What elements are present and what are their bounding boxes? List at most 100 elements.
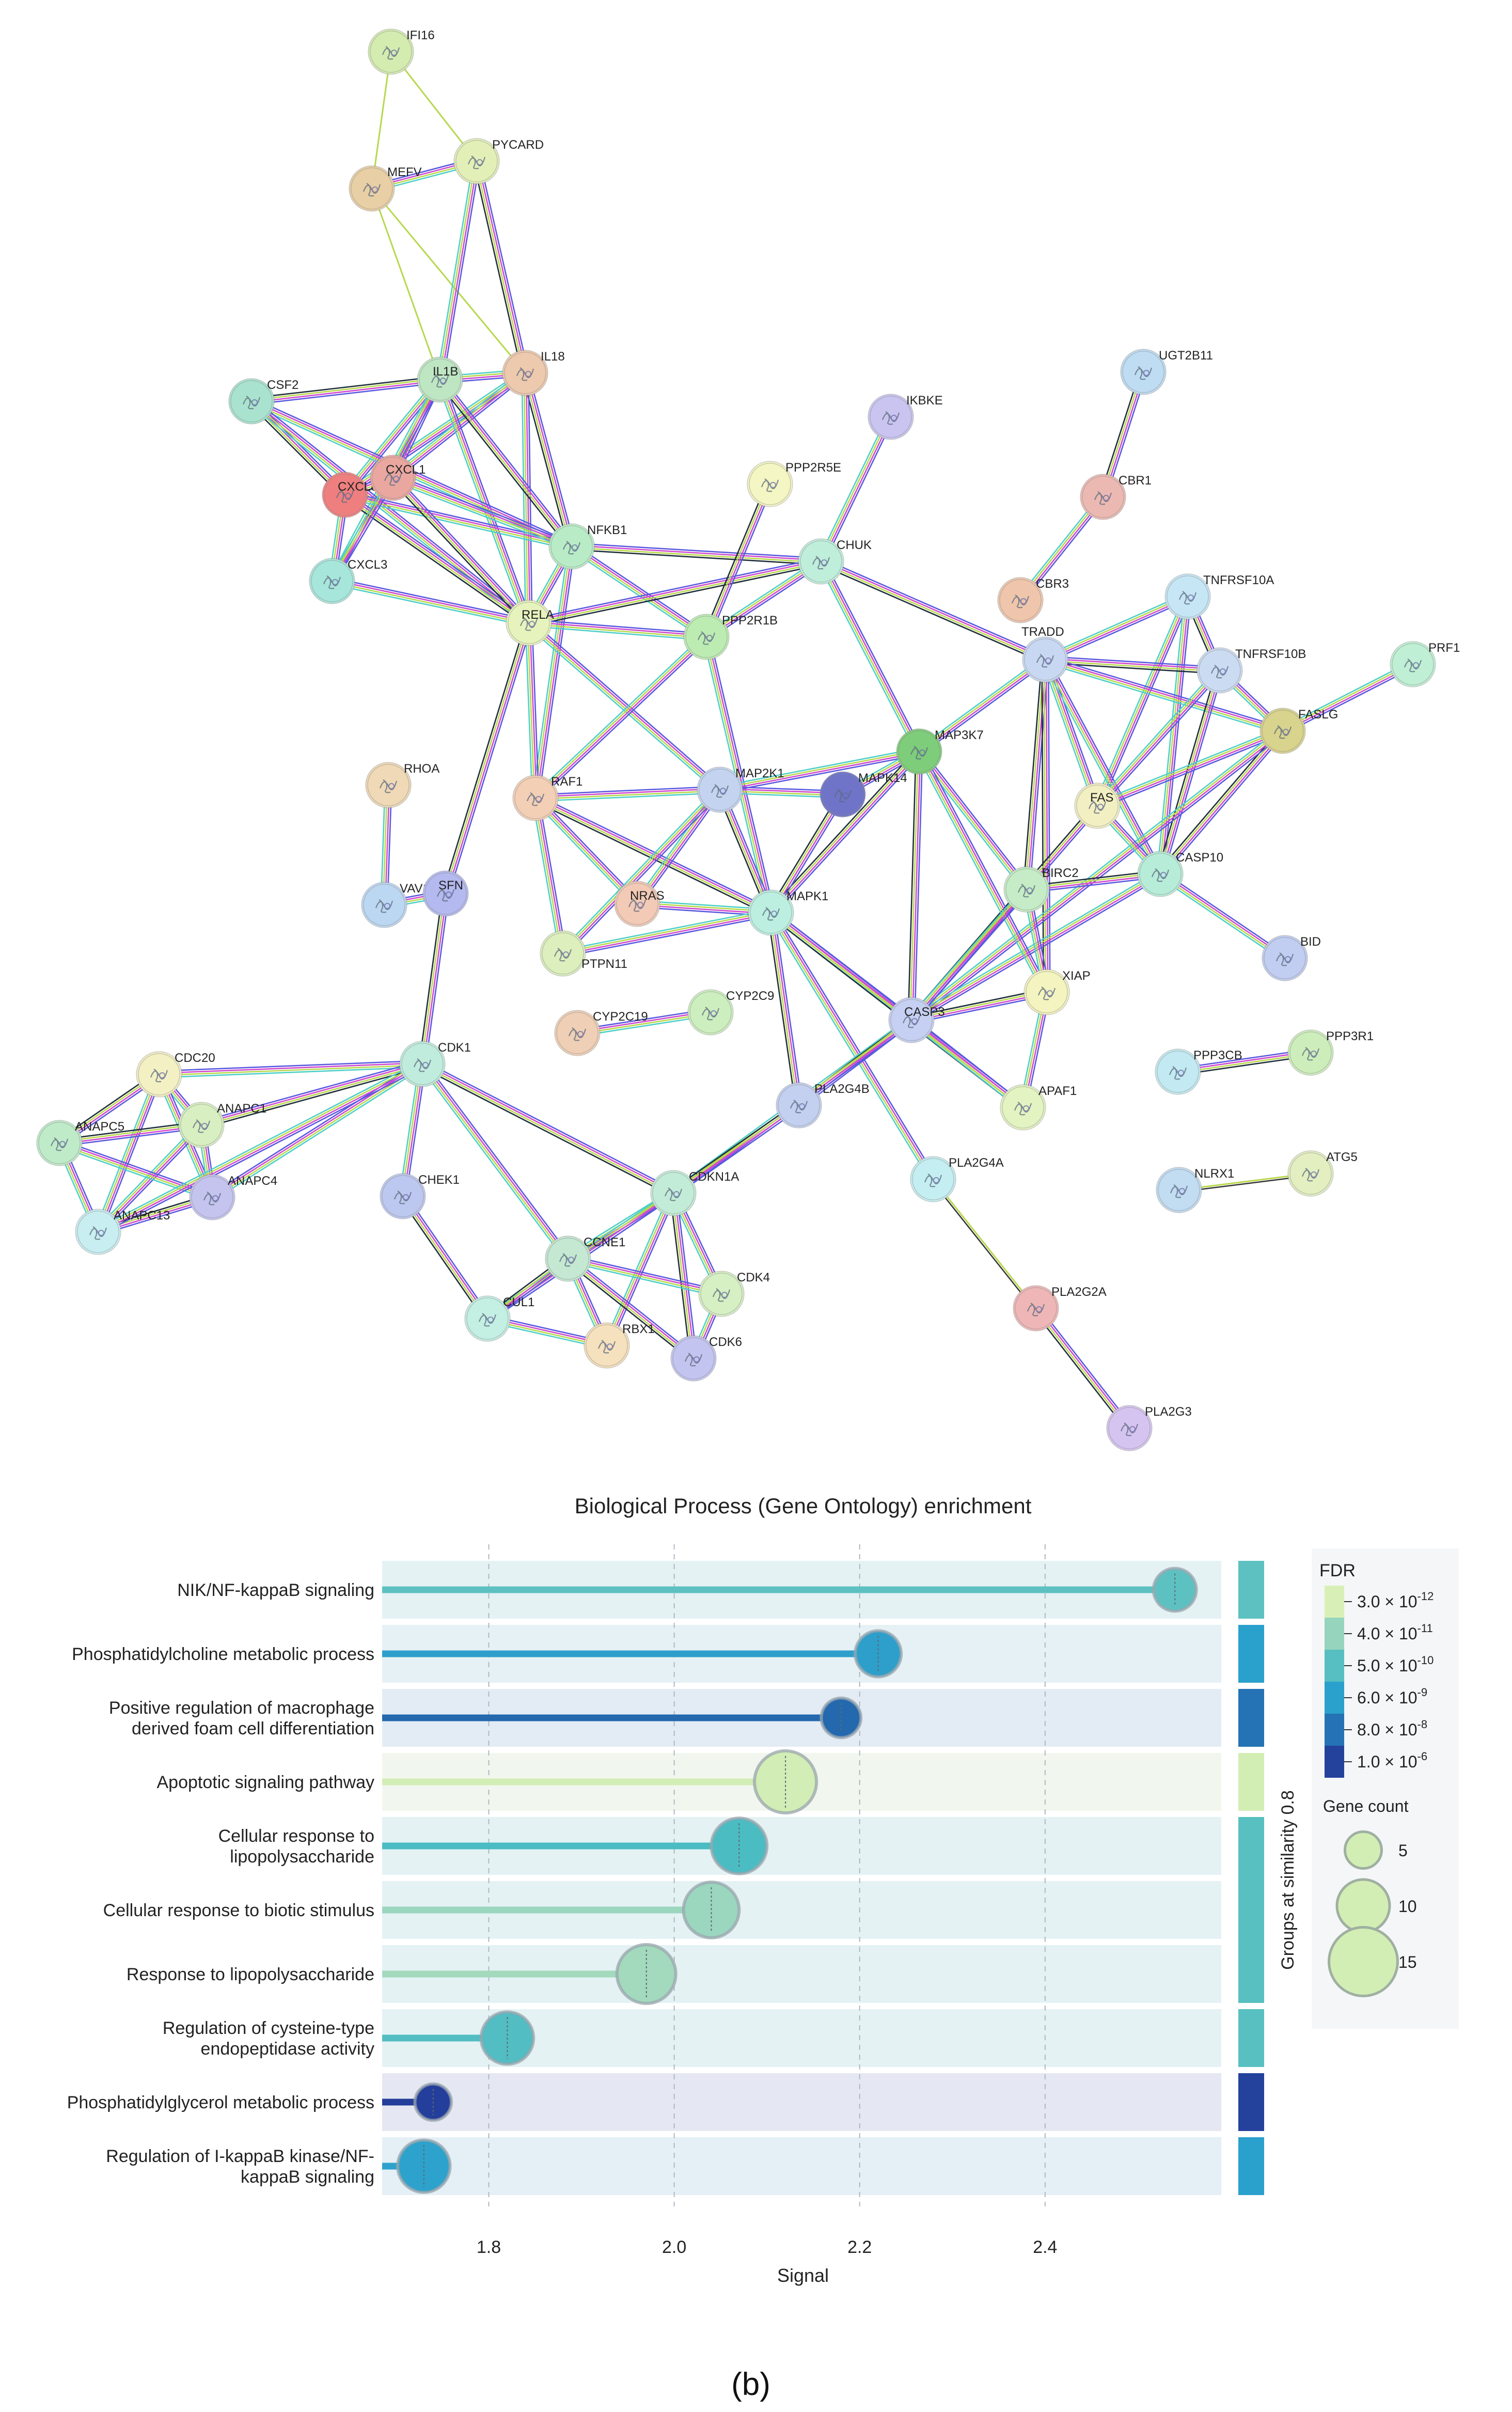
network-edge (391, 474, 573, 551)
node-label: IL18 (541, 350, 565, 364)
network-node-nfkb1: NFKB1 (548, 523, 627, 570)
network-node-cbr1: CBR1 (1080, 474, 1152, 520)
network-edge (567, 1255, 722, 1298)
network-edge (1043, 593, 1190, 663)
node-label: NLRX1 (1194, 1167, 1234, 1181)
node-label: MAPK14 (858, 771, 907, 785)
x-tick-label: 2.0 (662, 2237, 686, 2257)
protein-structure-icon (363, 183, 381, 197)
node-label: ANAPC5 (75, 1120, 124, 1134)
network-node-cbr3: CBR3 (997, 577, 1069, 623)
lollipop (382, 1749, 818, 1815)
network-nodes: IFI16MEFVPYCARDIL18IL1BCSF2CXCL8CXCL1CXC… (36, 28, 1460, 1451)
lollipop-dot (1152, 1567, 1198, 1613)
protein-structure-icon (762, 907, 780, 921)
network-edge (702, 636, 775, 914)
network-edge (521, 372, 576, 547)
node-label: CDK4 (737, 1271, 770, 1285)
node-label: MAP2K1 (735, 766, 784, 780)
network-node-map2k1: MAP2K1 (697, 766, 784, 813)
row-label: Phosphatidylglycerol metabolic process (67, 2093, 374, 2112)
x-tick-label: 2.2 (847, 2237, 872, 2257)
protein-structure-icon (150, 1069, 168, 1083)
network-node-chek1: CHEK1 (380, 1173, 460, 1219)
network-edge (1094, 667, 1223, 809)
legend-fdr-swatch (1325, 1586, 1344, 1618)
x-tick-label: 1.8 (477, 2237, 501, 2257)
network-node-cdkn1a: CDKN1A (650, 1170, 739, 1216)
node-label: RAF1 (551, 775, 582, 789)
protein-structure-icon (1134, 366, 1153, 380)
protein-structure-icon (833, 789, 852, 803)
lollipop-dot (820, 1696, 863, 1740)
network-edge (419, 1061, 572, 1261)
protein-structure-icon (910, 746, 928, 760)
protein-structure-icon (1273, 725, 1292, 739)
row-label: Response to lipopolysaccharide (127, 1965, 374, 1984)
network-edge (472, 160, 529, 374)
node-label: RELA (522, 608, 554, 622)
protein-structure-icon (467, 155, 486, 169)
network-edges (56, 51, 1415, 1431)
network-node-prf1: PRF1 (1390, 641, 1460, 687)
network-node-cyp2c19: CYP2C19 (554, 1010, 648, 1056)
network-node-anapc13: ANAPC13 (75, 1209, 170, 1255)
node-label: BID (1300, 935, 1321, 949)
legend-fdr-label: 6.0 × 10-9 (1357, 1686, 1427, 1707)
protein-structure-icon (1151, 868, 1170, 882)
row-label: NIK/NF-kappaB signaling (177, 1580, 374, 1600)
protein-structure-icon (379, 779, 398, 793)
network-node-vav1: VAV1 (361, 882, 430, 928)
node-label: PPP3CB (1193, 1048, 1242, 1062)
group-bar (1238, 1817, 1264, 2003)
network-edge (1022, 659, 1049, 890)
legend-fdr-title: FDR (1319, 1561, 1356, 1580)
network-edge (532, 795, 640, 907)
chart-title: Biological Process (Gene Ontology) enric… (575, 1494, 1032, 1518)
network-edge (767, 911, 937, 1181)
protein-structure-icon (1169, 1066, 1187, 1080)
network-edge (531, 797, 567, 954)
network-node-raf1: RAF1 (512, 775, 582, 821)
network-edge (1094, 594, 1191, 808)
node-label: CYP2C19 (593, 1010, 648, 1024)
network-node-ccne1: CCNE1 (545, 1235, 625, 1282)
network-node-map3k7: MAP3K7 (896, 728, 984, 775)
node-label: APAF1 (1038, 1084, 1077, 1098)
node-label: IFI16 (406, 28, 435, 42)
network-edge (569, 543, 709, 640)
legend-fdr-label: 3.0 × 10-12 (1357, 1590, 1434, 1611)
protein-structure-icon (89, 1226, 107, 1240)
network-edge (371, 51, 392, 189)
network-edge (571, 542, 822, 566)
lollipop (382, 1629, 903, 1679)
node-label: PYCARD (492, 138, 544, 152)
node-label: PPP3R1 (1326, 1029, 1374, 1043)
protein-structure-icon (568, 1027, 587, 1041)
legend-fdr-swatch (1325, 1618, 1344, 1650)
protein-structure-icon (50, 1137, 69, 1151)
lollipop (382, 2138, 452, 2194)
lollipop-dot (615, 1943, 678, 2005)
node-label: NFKB1 (587, 523, 627, 537)
network-edge (528, 557, 822, 627)
protein-structure-icon (664, 1187, 683, 1201)
legend-fdr-swatch (1325, 1650, 1344, 1682)
network-edge (917, 656, 1048, 755)
network-node-mapk1: MAPK1 (748, 889, 828, 936)
network-edge (210, 1060, 425, 1201)
protein-structure-icon (790, 1100, 808, 1114)
lollipop (382, 1816, 769, 1875)
network-edge (59, 1121, 202, 1147)
network-node-ppp2r5e: PPP2R5E (747, 461, 841, 507)
network-edge (562, 909, 772, 958)
network-edge (916, 749, 1050, 994)
lollipop (382, 1881, 741, 1939)
network-node-casp10: CASP10 (1137, 851, 1223, 897)
network-edge (908, 886, 1030, 1023)
legend-size-label: 5 (1398, 1841, 1408, 1860)
group-bars (1238, 1561, 1264, 2195)
node-label: PLA2G4A (949, 1156, 1004, 1170)
